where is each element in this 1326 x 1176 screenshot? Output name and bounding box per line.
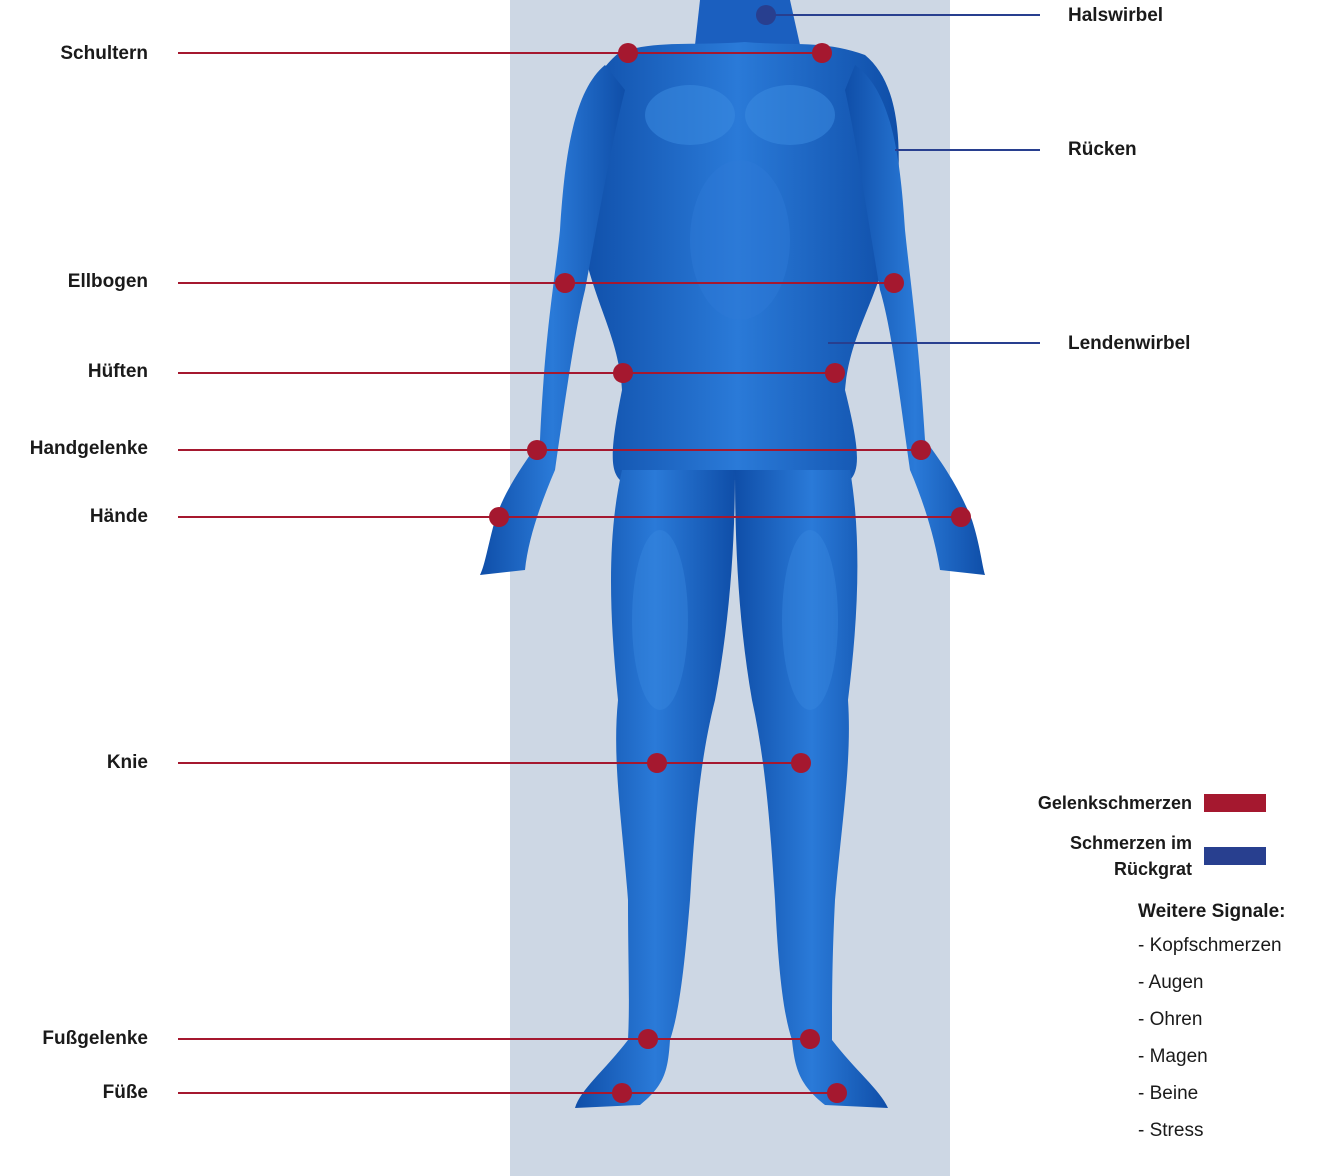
label-halswirbel: Halswirbel [1068, 5, 1163, 27]
joint-dot-fussgelenke-right [800, 1029, 820, 1049]
joint-dot-fuesse-left [612, 1083, 632, 1103]
signal-item: - Stress [1138, 1112, 1285, 1149]
label-schultern: Schultern [60, 43, 148, 65]
joint-dot-hueften-left [613, 363, 633, 383]
signal-item: - Ohren [1138, 1001, 1285, 1038]
legend-joint-label: Gelenkschmerzen [1038, 790, 1192, 816]
joint-dot-hueften-right [825, 363, 845, 383]
legend-joint: Gelenkschmerzen [1038, 790, 1266, 816]
label-hueften: Hüften [88, 361, 148, 383]
label-ellbogen: Ellbogen [68, 271, 148, 293]
joint-dot-haende-right [951, 507, 971, 527]
signals-title: Weitere Signale: [1138, 897, 1285, 927]
signal-item: - Beine [1138, 1075, 1285, 1112]
other-signals: Weitere Signale: - Kopfschmerzen - Augen… [1138, 897, 1285, 1149]
label-lendenwirbel: Lendenwirbel [1068, 333, 1190, 355]
signal-item: - Magen [1138, 1038, 1285, 1075]
signal-item: - Augen [1138, 964, 1285, 1001]
joint-dot-handgelenke-right [911, 440, 931, 460]
label-haende: Hände [90, 506, 148, 528]
label-ruecken: Rücken [1068, 139, 1137, 161]
joint-dot-ellbogen-right [884, 273, 904, 293]
joint-dot-knie-right [791, 753, 811, 773]
legend-spine-line1: Schmerzen im [1070, 833, 1192, 853]
legend-spine-line2: Rückgrat [1114, 859, 1192, 879]
label-fuesse: Füße [103, 1082, 148, 1104]
signal-item: - Kopfschmerzen [1138, 927, 1285, 964]
joint-dot-schultern-right [812, 43, 832, 63]
legend-spine-swatch [1204, 847, 1266, 865]
joint-dot-knie-left [647, 753, 667, 773]
legend-spine-label: Schmerzen im Rückgrat [1070, 830, 1192, 882]
joint-dot-schultern-left [618, 43, 638, 63]
label-handgelenke: Handgelenke [30, 438, 148, 460]
joint-dot-haende-left [489, 507, 509, 527]
label-fussgelenke: Fußgelenke [42, 1028, 148, 1050]
joint-dot-ellbogen-left [555, 273, 575, 293]
joint-dot-fuesse-right [827, 1083, 847, 1103]
joint-dot-fussgelenke-left [638, 1029, 658, 1049]
spine-dot-halswirbel [756, 5, 776, 25]
joint-dot-handgelenke-left [527, 440, 547, 460]
legend-joint-swatch [1204, 794, 1266, 812]
label-knie: Knie [107, 752, 148, 774]
legend-spine: Schmerzen im Rückgrat [1070, 830, 1266, 882]
